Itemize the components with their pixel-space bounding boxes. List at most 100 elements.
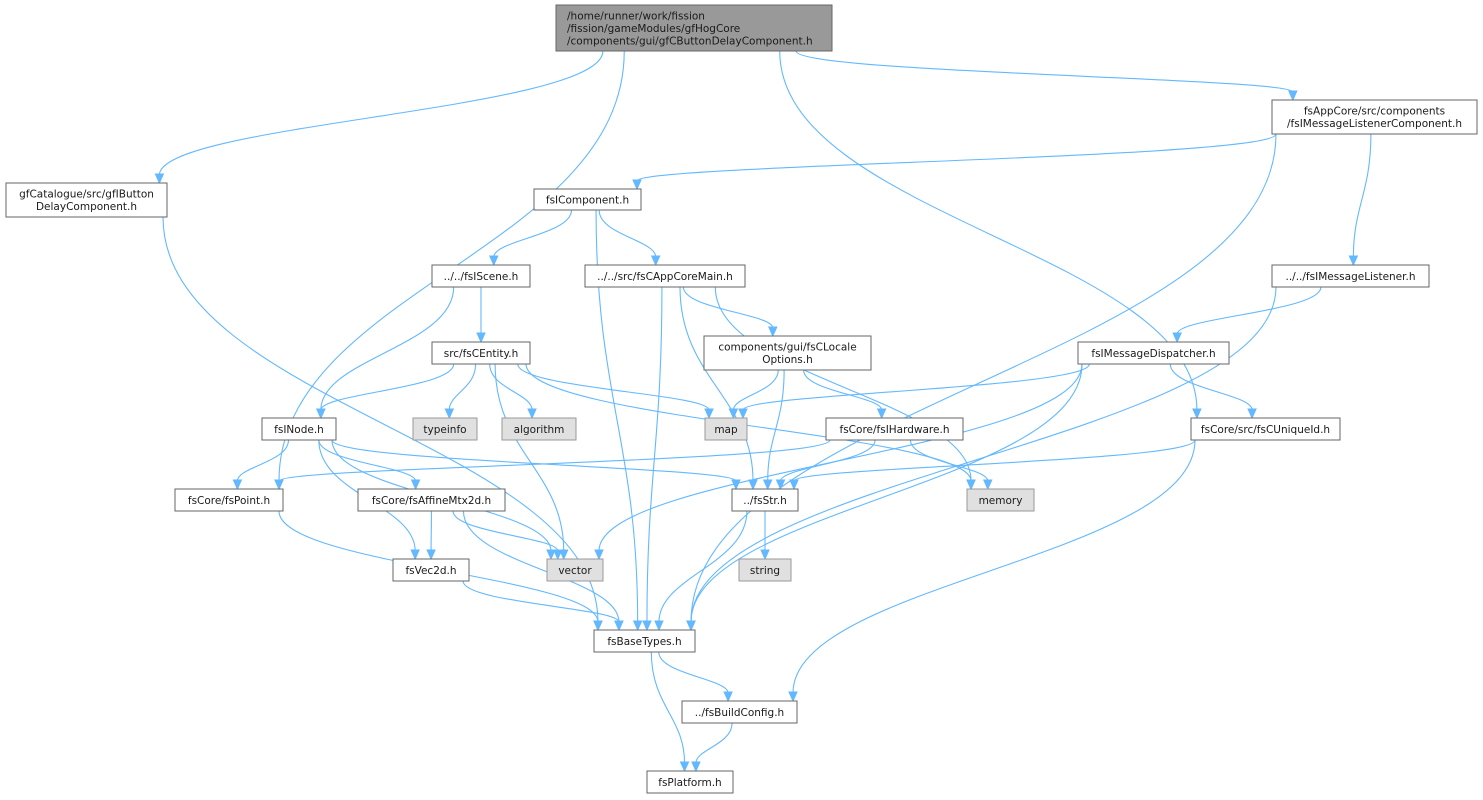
node-label: map: [714, 424, 738, 436]
node-algorithm[interactable]: algorithm: [501, 417, 577, 441]
edge-line: [803, 369, 883, 411]
node-label: /components/gui/gfCButtonDelayComponent.…: [567, 35, 813, 47]
arrowhead-icon: [546, 549, 556, 561]
node-string[interactable]: string: [738, 558, 792, 582]
node-box: [501, 417, 577, 441]
arrowhead-icon: [614, 620, 624, 632]
edge-locale-to-map: [728, 369, 779, 420]
arrowhead-icon: [410, 549, 420, 561]
node-box: [731, 488, 799, 512]
node-affine[interactable]: fsCore/fsAffineMtx2d.h: [357, 488, 506, 512]
arrowhead-icon: [232, 479, 243, 491]
arrowhead-icon: [650, 255, 661, 267]
edge-line: [331, 439, 737, 482]
node-mlc[interactable]: fsAppCore/src/components/fsIMessageListe…: [1271, 99, 1478, 135]
edge-line: [462, 580, 620, 623]
node-label: ../../src/fsCAppCoreMain.h: [597, 271, 733, 283]
node-icomp[interactable]: fsIComponent.h: [533, 188, 642, 211]
node-basetypes[interactable]: fsBaseTypes.h: [593, 629, 696, 653]
node-imsgl[interactable]: ../../fsIMessageListener.h: [1271, 264, 1430, 288]
node-inode[interactable]: fsINode.h: [261, 417, 337, 441]
node-label: fsCore/fsIHardware.h: [840, 424, 950, 436]
edge-line: [682, 286, 774, 329]
edge-mlc-to-imsgl: [1348, 133, 1372, 267]
node-box: [261, 417, 337, 441]
edge-line: [1352, 133, 1372, 258]
edge-inode-to-point: [232, 439, 290, 491]
edge-mlc-to-icomp: [632, 133, 1277, 191]
node-box: [1190, 417, 1341, 441]
arrowhead-icon: [748, 479, 758, 491]
node-msgdisp[interactable]: fsIMessageDispatcher.h: [1077, 341, 1230, 365]
edge-iscene-to-centity: [476, 287, 486, 344]
node-label: DelayComponent.h: [36, 201, 137, 213]
node-box: [646, 770, 734, 794]
arrowhead-icon: [789, 479, 799, 491]
node-iscene[interactable]: ../../fsIScene.h: [431, 264, 531, 288]
node-label: fsBaseTypes.h: [607, 636, 681, 648]
node-label: fsCore/fsAffineMtx2d.h: [372, 495, 491, 507]
node-typeinfo[interactable]: typeinfo: [412, 417, 478, 441]
edge-msgdisp-to-vector: [594, 363, 1083, 561]
arrowhead-icon: [632, 179, 642, 191]
node-label: /fission/gameModules/gfHogCore: [567, 23, 740, 35]
edge-line: [278, 439, 831, 482]
node-box: [1271, 264, 1430, 288]
edge-fsstr-to-string: [760, 510, 770, 561]
node-appmain[interactable]: ../../src/fsCAppCoreMain.h: [584, 264, 746, 288]
edge-root-to-gfi: [154, 50, 604, 185]
node-buildcfg[interactable]: ../fsBuildConfig.h: [681, 700, 798, 724]
edge-line: [690, 133, 1277, 623]
node-gfi[interactable]: gfCatalogue/src/gfIButtonDelayComponent.…: [5, 182, 168, 218]
node-box: [5, 182, 168, 218]
edge-line: [517, 363, 710, 411]
arrowhead-icon: [410, 479, 421, 491]
edge-icomp-to-appmain: [598, 209, 661, 267]
node-box: [174, 488, 284, 512]
node-map[interactable]: map: [704, 417, 748, 441]
node-box: [738, 558, 792, 582]
edge-msgdisp-to-basetypes: [686, 363, 1083, 632]
edge-line: [646, 286, 663, 623]
node-ihw[interactable]: fsCore/fsIHardware.h: [825, 417, 964, 441]
arrowhead-icon: [788, 691, 798, 703]
edge-msgdisp-to-uid: [1169, 363, 1257, 420]
arrowhead-icon: [704, 408, 714, 420]
node-centity[interactable]: src/fsCEntity.h: [431, 341, 531, 365]
edge-centity-to-inode: [316, 363, 455, 420]
arrowhead-icon: [723, 691, 733, 703]
node-label: ../fsBuildConfig.h: [695, 707, 784, 719]
node-box: [392, 558, 470, 582]
edge-appmain-to-basetypes: [642, 286, 663, 632]
arrowhead-icon: [731, 479, 741, 491]
node-vector[interactable]: vector: [546, 558, 604, 582]
arrowhead-icon: [679, 761, 690, 773]
edge-basetypes-to-platform: [650, 651, 690, 773]
node-fsstr[interactable]: ../fsStr.h: [731, 488, 799, 512]
node-platform[interactable]: fsPlatform.h: [646, 770, 734, 794]
edge-imsgl-to-msgdisp: [1172, 286, 1322, 344]
edge-uid-to-fsstr: [789, 439, 1196, 491]
node-uid[interactable]: fsCore/src/fsCUniqueId.h: [1190, 417, 1341, 441]
edge-line: [462, 510, 620, 623]
edge-line: [779, 439, 876, 482]
node-box: [533, 188, 642, 211]
edge-basetypes-to-buildcfg: [658, 651, 733, 703]
arrowhead-icon: [527, 408, 537, 420]
node-point[interactable]: fsCore/fsPoint.h: [174, 488, 284, 512]
edge-line: [909, 439, 989, 482]
node-label: algorithm: [514, 424, 565, 436]
node-vec2d[interactable]: fsVec2d.h: [392, 558, 470, 582]
edge-msgdisp-to-map: [738, 363, 1090, 420]
node-label: fsAppCore/src/components: [1304, 106, 1445, 118]
edge-line: [598, 209, 657, 258]
node-box: [431, 341, 531, 365]
node-memory[interactable]: memory: [966, 488, 1035, 512]
node-label: gfCatalogue/src/gfIButton: [19, 189, 154, 201]
node-box: [412, 417, 478, 441]
edge-centity-to-map: [517, 363, 714, 420]
node-label: fsIMessageDispatcher.h: [1091, 348, 1215, 360]
arrowhead-icon: [738, 408, 748, 420]
node-root: /home/runner/work/fission/fission/gameMo…: [555, 4, 833, 52]
